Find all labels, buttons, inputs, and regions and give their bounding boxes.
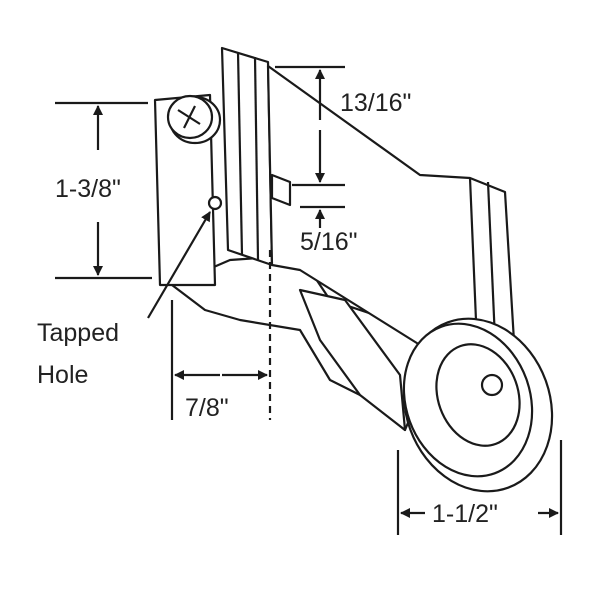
wheel bbox=[402, 317, 554, 493]
roller-part bbox=[153, 46, 554, 493]
screw-head-icon bbox=[166, 94, 222, 145]
dimension-mount-width: 7/8" bbox=[170, 250, 272, 422]
dimension-label: 5/16" bbox=[300, 228, 358, 256]
dimension-height: 1-3/8" bbox=[55, 101, 152, 280]
callout-label: Hole bbox=[37, 361, 88, 389]
dimension-slot-depth: 13/16" bbox=[275, 65, 411, 187]
dimension-label: 13/16" bbox=[340, 89, 411, 117]
housing-fin bbox=[298, 288, 407, 432]
dimension-label: 7/8" bbox=[185, 394, 229, 422]
dimension-label: 1-3/8" bbox=[55, 175, 121, 203]
callout-label: Tapped bbox=[37, 319, 119, 347]
slot-notch bbox=[270, 173, 292, 207]
dimension-wheel-diameter: 1-1/2" bbox=[396, 440, 563, 535]
dimension-slot-offset: 5/16" bbox=[300, 205, 358, 256]
callout-tapped-hole: Tapped Hole bbox=[37, 211, 211, 389]
dimension-label: 1-1/2" bbox=[432, 500, 498, 528]
axle-icon bbox=[480, 373, 504, 397]
channel-column bbox=[220, 46, 274, 267]
tapped-hole-icon bbox=[207, 195, 223, 211]
